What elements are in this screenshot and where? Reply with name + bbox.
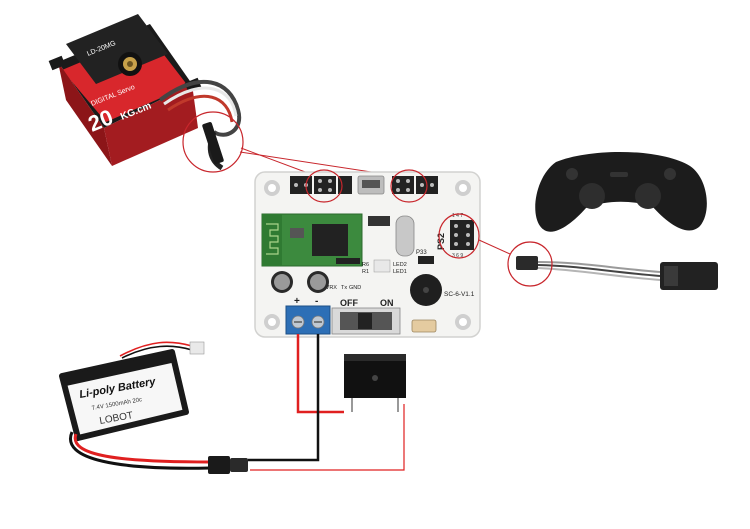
ps2-receiver-cable	[516, 256, 718, 290]
led-block	[373, 259, 391, 273]
led1-label: LED1	[393, 269, 407, 275]
crystal-oscillator	[395, 215, 415, 257]
r6-label: R6	[362, 262, 369, 268]
servo-header-left[interactable]	[290, 176, 352, 194]
reset-button[interactable]	[411, 319, 437, 333]
mounting-holes	[264, 180, 471, 330]
bluetooth-module	[261, 213, 363, 267]
bridge-rectifier	[344, 354, 406, 412]
ps2-header-callout	[438, 213, 480, 259]
receiver-connector-callout	[507, 241, 553, 287]
servo-header-callout-left	[305, 169, 343, 203]
controller-board: PS2 1 4 7 3 6 9 P33 R6 R1 LED2 LED1 3.3V…	[254, 169, 481, 338]
callout-line-ps2	[478, 239, 511, 255]
plus-label: +	[294, 296, 300, 307]
tx-label: Tx	[341, 285, 347, 291]
servo-header-callout-right	[390, 169, 428, 203]
r1-label: R1	[362, 269, 369, 275]
capacitors	[271, 271, 329, 293]
switch-on-label: ON	[380, 298, 394, 308]
rx-label: 3.3VRX	[318, 285, 337, 291]
servo-motor: LD-20MG DIGITAL Servo 20 KG.cm	[48, 14, 202, 166]
led2-label: LED2	[393, 262, 407, 268]
ps2-pins-top: 1 4 7	[452, 213, 463, 219]
ps2-header[interactable]	[450, 220, 474, 250]
servo-connector-callout	[182, 111, 244, 173]
uart-header[interactable]	[336, 258, 360, 264]
lipo-battery: Li-poly Battery 7.4V 1500mAh 20c LOBOT	[59, 341, 248, 474]
p33-label: P33	[416, 250, 427, 256]
version-label: SC-6-V1.1	[444, 291, 475, 298]
ps2-label: PS2	[436, 233, 446, 250]
ps2-pins-bottom: 3 6 9	[452, 253, 463, 259]
power-wires	[248, 334, 405, 471]
switch-off-label: OFF	[340, 298, 358, 308]
minus-label: -	[315, 296, 318, 307]
gnd-label: GND	[349, 285, 361, 291]
power-terminal[interactable]	[285, 305, 331, 335]
usb-port[interactable]	[357, 175, 385, 195]
servo-cable	[158, 80, 242, 171]
ps2-gamepad	[535, 151, 707, 232]
p33-header[interactable]	[418, 256, 434, 264]
power-switch[interactable]	[331, 307, 401, 335]
microcontroller-chip	[368, 216, 390, 226]
